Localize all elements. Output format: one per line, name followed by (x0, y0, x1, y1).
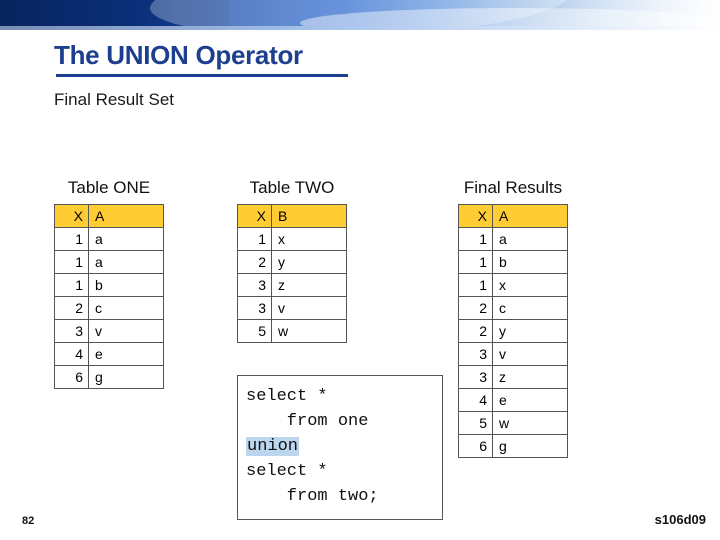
cell-x: 6 (54, 365, 89, 389)
cell-x: 1 (54, 250, 89, 274)
cell-x: 3 (237, 296, 272, 320)
table-row: 4 e (458, 388, 568, 412)
table-one-heading: Table ONE (67, 178, 151, 197)
page-subtitle: Final Result Set (54, 90, 174, 109)
table-row: 2 c (458, 296, 568, 320)
cell-a: c (492, 296, 568, 320)
banner-dark-block (0, 0, 230, 26)
cell-b: x (271, 227, 347, 251)
column-header-a: A (492, 204, 568, 228)
table-two-heading: Table TWO (249, 178, 335, 197)
table-row: 6 g (54, 365, 164, 389)
page-number: 82 (22, 515, 35, 527)
document-code: s106d09 (654, 512, 706, 527)
sql-code-block: select * from one union select * from tw… (237, 375, 443, 520)
cell-a: w (492, 411, 568, 435)
cell-a: a (492, 227, 568, 251)
cell-a: v (88, 319, 164, 343)
cell-a: y (492, 319, 568, 343)
slide-header-banner (0, 0, 720, 30)
cell-x: 1 (458, 227, 493, 251)
cell-b: w (271, 319, 347, 343)
table-header-row: X A (458, 204, 568, 228)
cell-x: 4 (458, 388, 493, 412)
cell-x: 1 (458, 250, 493, 274)
table-row: 1 b (458, 250, 568, 274)
table-one-block: Table ONE X A 1 a 1 a 1 b 2 c (54, 178, 164, 389)
cell-x: 1 (54, 273, 89, 297)
table-row: 1 a (54, 250, 164, 274)
column-header-x: X (458, 204, 493, 228)
table-row: 2 c (54, 296, 164, 320)
cell-a: v (492, 342, 568, 366)
cell-b: y (271, 250, 347, 274)
column-header-b: B (271, 204, 347, 228)
cell-x: 2 (458, 296, 493, 320)
cell-x: 2 (54, 296, 89, 320)
cell-x: 1 (237, 227, 272, 251)
column-header-x: X (54, 204, 89, 228)
banner-swoosh-lower (300, 8, 720, 30)
cell-x: 6 (458, 434, 493, 458)
cell-x: 3 (237, 273, 272, 297)
table-row: 3 v (237, 296, 347, 320)
table-row: 5 w (458, 411, 568, 435)
cell-a: b (492, 250, 568, 274)
code-keyword-union: union (246, 437, 300, 456)
cell-x: 2 (237, 250, 272, 274)
code-line-3: select * (246, 462, 328, 481)
cell-b: v (271, 296, 347, 320)
table-row: 2 y (237, 250, 347, 274)
table-row: 3 z (458, 365, 568, 389)
table-row: 4 e (54, 342, 164, 366)
cell-a: g (492, 434, 568, 458)
column-header-x: X (237, 204, 272, 228)
table-header-row: X B (237, 204, 347, 228)
title-underline (56, 74, 348, 77)
table-row: 3 z (237, 273, 347, 297)
cell-x: 5 (237, 319, 272, 343)
cell-a: g (88, 365, 164, 389)
table-row: 1 x (237, 227, 347, 251)
table-two-block: Table TWO X B 1 x 2 y 3 z 3 v (237, 178, 347, 343)
page-title: The UNION Operator (54, 40, 303, 70)
table-one: X A 1 a 1 a 1 b 2 c 3 v (54, 204, 164, 389)
cell-a: a (88, 227, 164, 251)
code-line-2: from one (246, 412, 369, 431)
cell-x: 3 (458, 365, 493, 389)
cell-x: 3 (54, 319, 89, 343)
table-row: 1 b (54, 273, 164, 297)
banner-bottom-edge (0, 26, 720, 30)
table-header-row: X A (54, 204, 164, 228)
column-header-a: A (88, 204, 164, 228)
table-two: X B 1 x 2 y 3 z 3 v 5 w (237, 204, 347, 343)
cell-a: e (492, 388, 568, 412)
table-row: 2 y (458, 319, 568, 343)
cell-a: a (88, 250, 164, 274)
cell-x: 5 (458, 411, 493, 435)
code-line-1: select * (246, 387, 328, 406)
final-results-table: X A 1 a 1 b 1 x 2 c 2 y (458, 204, 568, 458)
code-line-4: from two; (246, 487, 379, 506)
cell-x: 1 (458, 273, 493, 297)
table-row: 1 a (458, 227, 568, 251)
table-row: 1 a (54, 227, 164, 251)
cell-x: 4 (54, 342, 89, 366)
cell-a: z (492, 365, 568, 389)
cell-a: x (492, 273, 568, 297)
cell-x: 3 (458, 342, 493, 366)
cell-x: 1 (54, 227, 89, 251)
table-row: 6 g (458, 434, 568, 458)
cell-x: 2 (458, 319, 493, 343)
cell-a: b (88, 273, 164, 297)
cell-a: c (88, 296, 164, 320)
final-results-heading: Final Results (463, 178, 563, 197)
table-row: 1 x (458, 273, 568, 297)
cell-b: z (271, 273, 347, 297)
cell-a: e (88, 342, 164, 366)
final-results-block: Final Results X A 1 a 1 b 1 x 2 c (458, 178, 568, 458)
table-row: 3 v (54, 319, 164, 343)
table-row: 3 v (458, 342, 568, 366)
table-row: 5 w (237, 319, 347, 343)
